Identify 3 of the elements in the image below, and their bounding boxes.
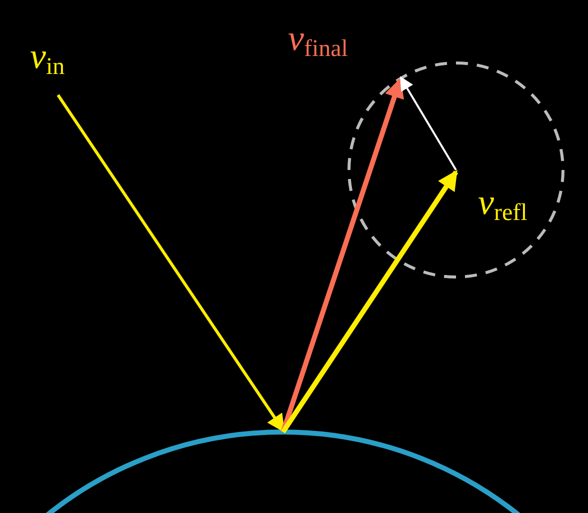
vector-label: v$_{final}$ (288, 20, 348, 61)
vector-label: v$_{in}$ (30, 38, 65, 79)
vector-label: v$_{refl}$ (478, 184, 528, 225)
